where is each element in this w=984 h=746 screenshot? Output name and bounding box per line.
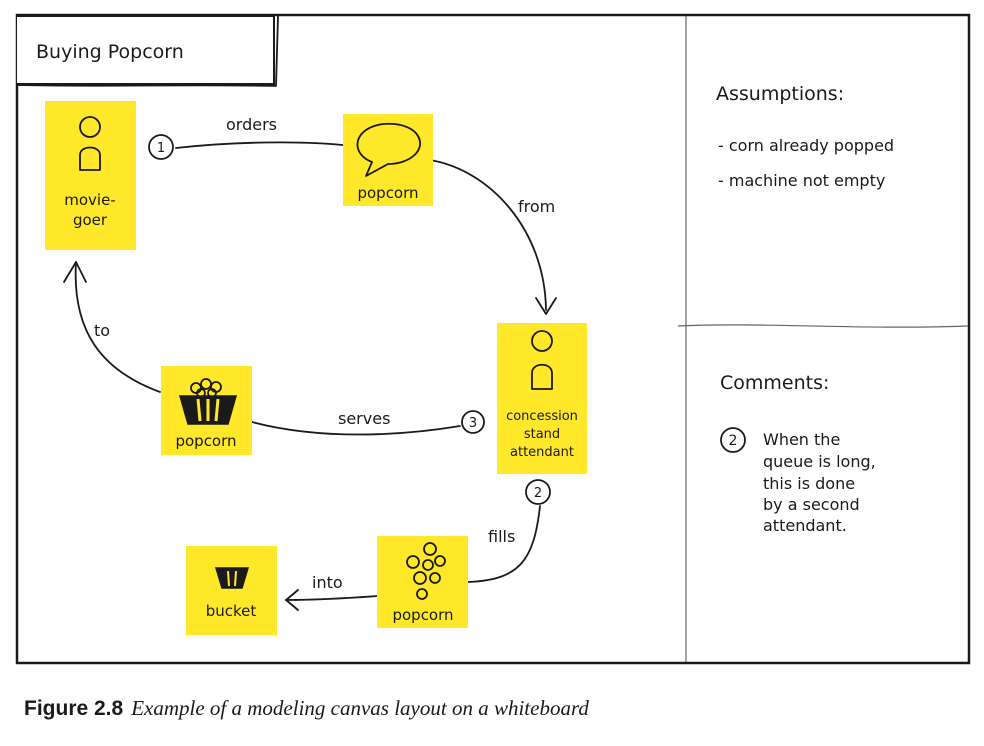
label-into: into [312,573,343,592]
fills-line [467,505,541,583]
comment-line: attendant. [763,516,847,535]
person-icon [531,330,553,390]
sticky-attendant: concession stand attendant [497,323,587,474]
from-arrowhead [535,297,557,315]
canvas-title: Buying Popcorn [36,41,184,63]
step-marker-1: 1 [148,134,174,160]
popcorn-box-icon [179,378,237,425]
sticky-popcorn-fill: popcorn [377,536,468,628]
speech-bubble-icon [356,122,421,177]
sticky-bucket: bucket [186,546,277,635]
into-line [285,595,379,601]
bucket-label: bucket [206,602,257,620]
assumption-item: - machine not empty [718,171,885,190]
popcorn-kernels-icon [406,542,446,600]
attendant-label-line2: stand [524,427,560,442]
serves-line [251,421,461,436]
into-arrowhead [285,589,299,611]
popcorn-fill-label: popcorn [392,606,453,624]
moviegoer-label-line1: movie- [64,191,115,209]
svg-text:2: 2 [729,433,738,449]
figure-caption-text: Example of a modeling canvas layout on a… [131,696,589,720]
sticky-popcorn-order: popcorn [343,114,433,206]
comment-line: this is done [763,474,855,493]
label-serves: serves [338,409,390,428]
sticky-moviegoer: movie- goer [45,101,136,250]
label-orders: orders [226,115,277,134]
figure-caption: Figure 2.8 Example of a modeling canvas l… [24,696,589,726]
person-icon [79,116,101,171]
svg-text:1: 1 [157,141,165,156]
title-box [17,15,275,85]
sticky-popcorn-serving: popcorn [161,366,252,455]
whiteboard-frame [15,13,971,665]
orders-line [175,141,353,149]
step-marker-3: 3 [461,410,485,434]
label-fills: fills [488,527,515,546]
comment-line: queue is long, [763,452,876,471]
from-line [429,159,547,311]
popcorn-order-label: popcorn [357,184,418,202]
svg-text:3: 3 [469,416,477,431]
step-marker-2: 2 [525,479,551,505]
figure-label: Figure 2.8 [24,697,124,720]
assumption-item: - corn already popped [718,136,894,155]
to-arrowhead [63,261,87,283]
bucket-icon [214,567,250,589]
attendant-label-line1: concession [506,409,578,424]
label-from: from [518,197,555,216]
label-to: to [94,321,110,340]
popcorn-serving-label: popcorn [175,432,236,450]
to-line [74,261,161,393]
assumptions-heading: Assumptions: [716,83,844,105]
attendant-label-line3: attendant [510,445,574,460]
comment-step-marker: 2 [720,427,746,453]
comments-heading: Comments: [720,372,829,394]
comment-line: by a second [763,495,860,514]
moviegoer-label-line2: goer [73,211,108,229]
svg-text:2: 2 [534,486,542,501]
title-box-shadow [16,15,279,87]
comment-line: When the [763,430,840,449]
panel-divider-horizontal [677,324,969,328]
